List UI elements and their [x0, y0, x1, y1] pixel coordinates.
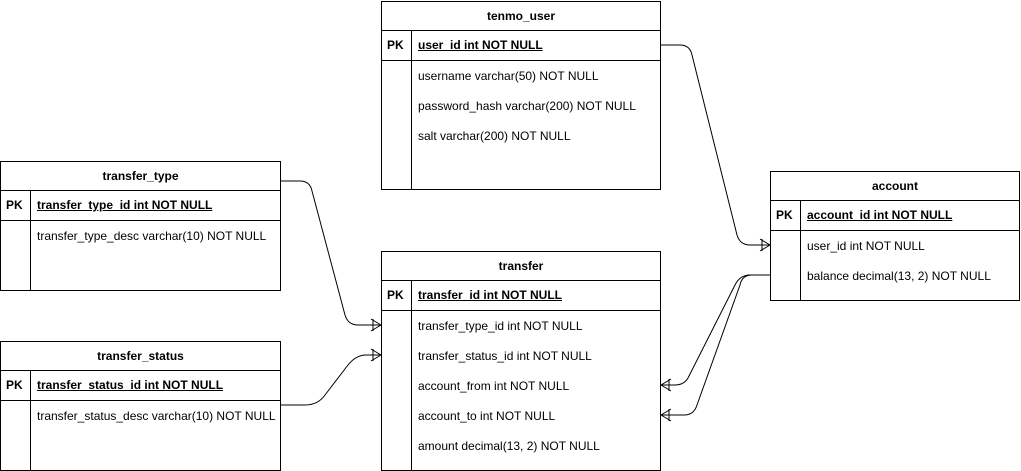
entity-transfer-type[interactable]: transfer_type PK transfer_type_id int NO…: [0, 161, 281, 291]
key-column: [1, 401, 31, 470]
entity-title: account: [771, 172, 1019, 201]
entity-title: transfer: [382, 252, 660, 281]
field: transfer_type_id int NOT NULL: [418, 319, 583, 333]
pk-field: transfer_type_id int NOT NULL: [37, 198, 213, 212]
pk-field: account_id int NOT NULL: [807, 208, 953, 222]
crows-foot-icon: [660, 408, 672, 422]
edge-account-from: [661, 274, 770, 386]
pk-label: PK: [771, 201, 801, 230]
pk-label: PK: [382, 281, 412, 310]
entity-account[interactable]: account PK account_id int NOT NULL user_…: [770, 171, 1020, 301]
pk-row: PK account_id int NOT NULL: [771, 201, 1019, 231]
entity-transfer-status[interactable]: transfer_status PK transfer_status_id in…: [0, 341, 281, 471]
field: transfer_status_id int NOT NULL: [418, 349, 592, 363]
key-column: [1, 221, 31, 290]
key-column: [382, 311, 412, 470]
entity-tenmo-user[interactable]: tenmo_user PK user_id int NOT NULL usern…: [381, 1, 661, 190]
pk-label: PK: [1, 371, 31, 400]
field: salt varchar(200) NOT NULL: [418, 129, 571, 143]
pk-row: PK transfer_status_id int NOT NULL: [1, 371, 280, 401]
edge-user-account: [661, 44, 770, 246]
pk-field: transfer_status_id int NOT NULL: [37, 378, 224, 392]
entity-transfer[interactable]: transfer PK transfer_id int NOT NULL tra…: [381, 251, 661, 471]
key-column: [382, 61, 412, 189]
fields-row: transfer_type_desc varchar(10) NOT NULL: [1, 221, 280, 290]
pk-row: PK transfer_type_id int NOT NULL: [1, 191, 280, 221]
field: username varchar(50) NOT NULL: [418, 69, 599, 83]
fields-row: transfer_status_desc varchar(10) NOT NUL…: [1, 401, 280, 470]
fields-row: user_id int NOT NULL balance decimal(13,…: [771, 231, 1019, 300]
pk-row: PK user_id int NOT NULL: [382, 31, 660, 61]
field: transfer_type_desc varchar(10) NOT NULL: [37, 229, 267, 243]
fields-row: transfer_type_id int NOT NULL transfer_s…: [382, 311, 660, 470]
entity-title: tenmo_user: [382, 2, 660, 31]
field: password_hash varchar(200) NOT NULL: [418, 99, 636, 113]
pk-field: user_id int NOT NULL: [418, 38, 543, 52]
field: transfer_status_desc varchar(10) NOT NUL…: [37, 409, 276, 423]
fields-row: username varchar(50) NOT NULL password_h…: [382, 61, 660, 189]
field: balance decimal(13, 2) NOT NULL: [807, 269, 991, 283]
entity-title: transfer_type: [1, 162, 280, 191]
crows-foot-icon: [370, 318, 382, 332]
pk-label: PK: [1, 191, 31, 220]
field: account_to int NOT NULL: [418, 409, 556, 423]
key-column: [771, 231, 801, 300]
field: user_id int NOT NULL: [807, 239, 925, 253]
pk-row: PK transfer_id int NOT NULL: [382, 281, 660, 311]
entity-title: transfer_status: [1, 342, 280, 371]
pk-field: transfer_id int NOT NULL: [418, 288, 563, 302]
edge-status-transfer: [281, 354, 381, 406]
crows-foot-icon: [370, 348, 382, 362]
crows-foot-icon: [660, 378, 672, 392]
pk-label: PK: [382, 31, 412, 60]
field: amount decimal(13, 2) NOT NULL: [418, 439, 600, 453]
field: account_from int NOT NULL: [418, 379, 570, 393]
crows-foot-icon: [759, 238, 771, 252]
edge-account-to: [661, 274, 770, 416]
edge-type-transfer: [281, 180, 381, 326]
